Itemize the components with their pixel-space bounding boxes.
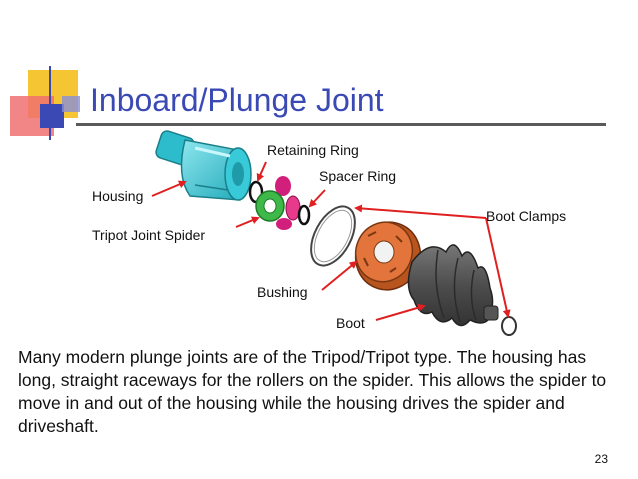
logo-lilac-square [62,96,80,112]
slide-logo [10,66,80,140]
arrow-bushing [321,260,358,291]
page-number: 23 [594,452,608,466]
arrow-boot [375,303,426,321]
housing-part [155,130,252,201]
arrow-retaining-ring [256,161,267,182]
label-boot-clamps: Boot Clamps [486,208,567,224]
title-underline [76,123,606,126]
label-bushing: Bushing [257,284,308,300]
label-tripot-joint-spider: Tripot Joint Spider [92,227,206,243]
arrow-housing [151,180,187,197]
label-boot: Boot [336,315,365,331]
arrow-tripot-spider [235,216,260,228]
callout-arrows [151,161,511,321]
tripot-spider-part [255,176,301,230]
label-spacer-ring: Spacer Ring [319,168,397,184]
arrow-spacer-ring [308,189,326,208]
boot-part [407,244,499,327]
spacer-ring-part [297,204,311,226]
small-boot-clamp-part [501,316,517,336]
arrow-boot-clamp-large [354,204,487,219]
label-retaining-ring: Retaining Ring [267,142,359,158]
arrow-boot-clamp-small [485,217,511,318]
label-housing: Housing [92,188,144,204]
large-boot-clamp-part [310,205,356,267]
logo-blue-square [40,104,64,128]
slide-body-text: Many modern plunge joints are of the Tri… [18,347,607,436]
slide-title: Inboard/Plunge Joint [90,82,384,118]
bushing-part [354,221,422,291]
